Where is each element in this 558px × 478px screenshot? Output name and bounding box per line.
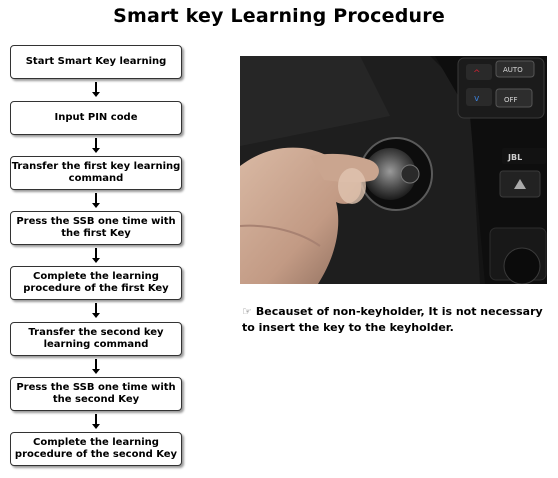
arrow-down-6 [95,359,97,370]
step-transfer-second-command: Transfer the second key learning command [10,322,182,356]
svg-text:v: v [474,94,480,104]
note-keyholder: ☞Becauset of non-keyholder, It is not ne… [242,304,552,336]
step-press-ssb-first-key: Press the SSB one time with the first Ke… [10,211,182,245]
arrow-down-2 [95,138,97,149]
step-transfer-first-command: Transfer the first key learning command [10,156,182,190]
step-complete-first-key: Complete the learning procedure of the f… [10,266,182,300]
photo-illustration: ^ AUTO v OFF JBL [240,56,547,284]
photo-hand-pressing-ssb: ^ AUTO v OFF JBL [240,56,547,284]
jbl-label: JBL [507,153,522,162]
off-button-label: OFF [504,96,518,104]
arrow-down-7 [95,414,97,425]
step-press-ssb-second-key: Press the SSB one time with the second K… [10,377,182,411]
step-start-learning: Start Smart Key learning [10,45,182,79]
step-complete-second-key: Complete the learning procedure of the s… [10,432,182,466]
arrow-down-1 [95,82,97,93]
arrow-down-5 [95,303,97,314]
arrow-down-3 [95,193,97,204]
auto-button-label: AUTO [503,66,523,74]
svg-text:^: ^ [473,69,481,79]
note-text: Becauset of non-keyholder, It is not nec… [242,305,543,334]
step-input-pin: Input PIN code [10,101,182,135]
arrow-down-4 [95,248,97,259]
pointing-hand-icon: ☞ [242,305,252,318]
page-title: Smart key Learning Procedure [0,5,558,27]
